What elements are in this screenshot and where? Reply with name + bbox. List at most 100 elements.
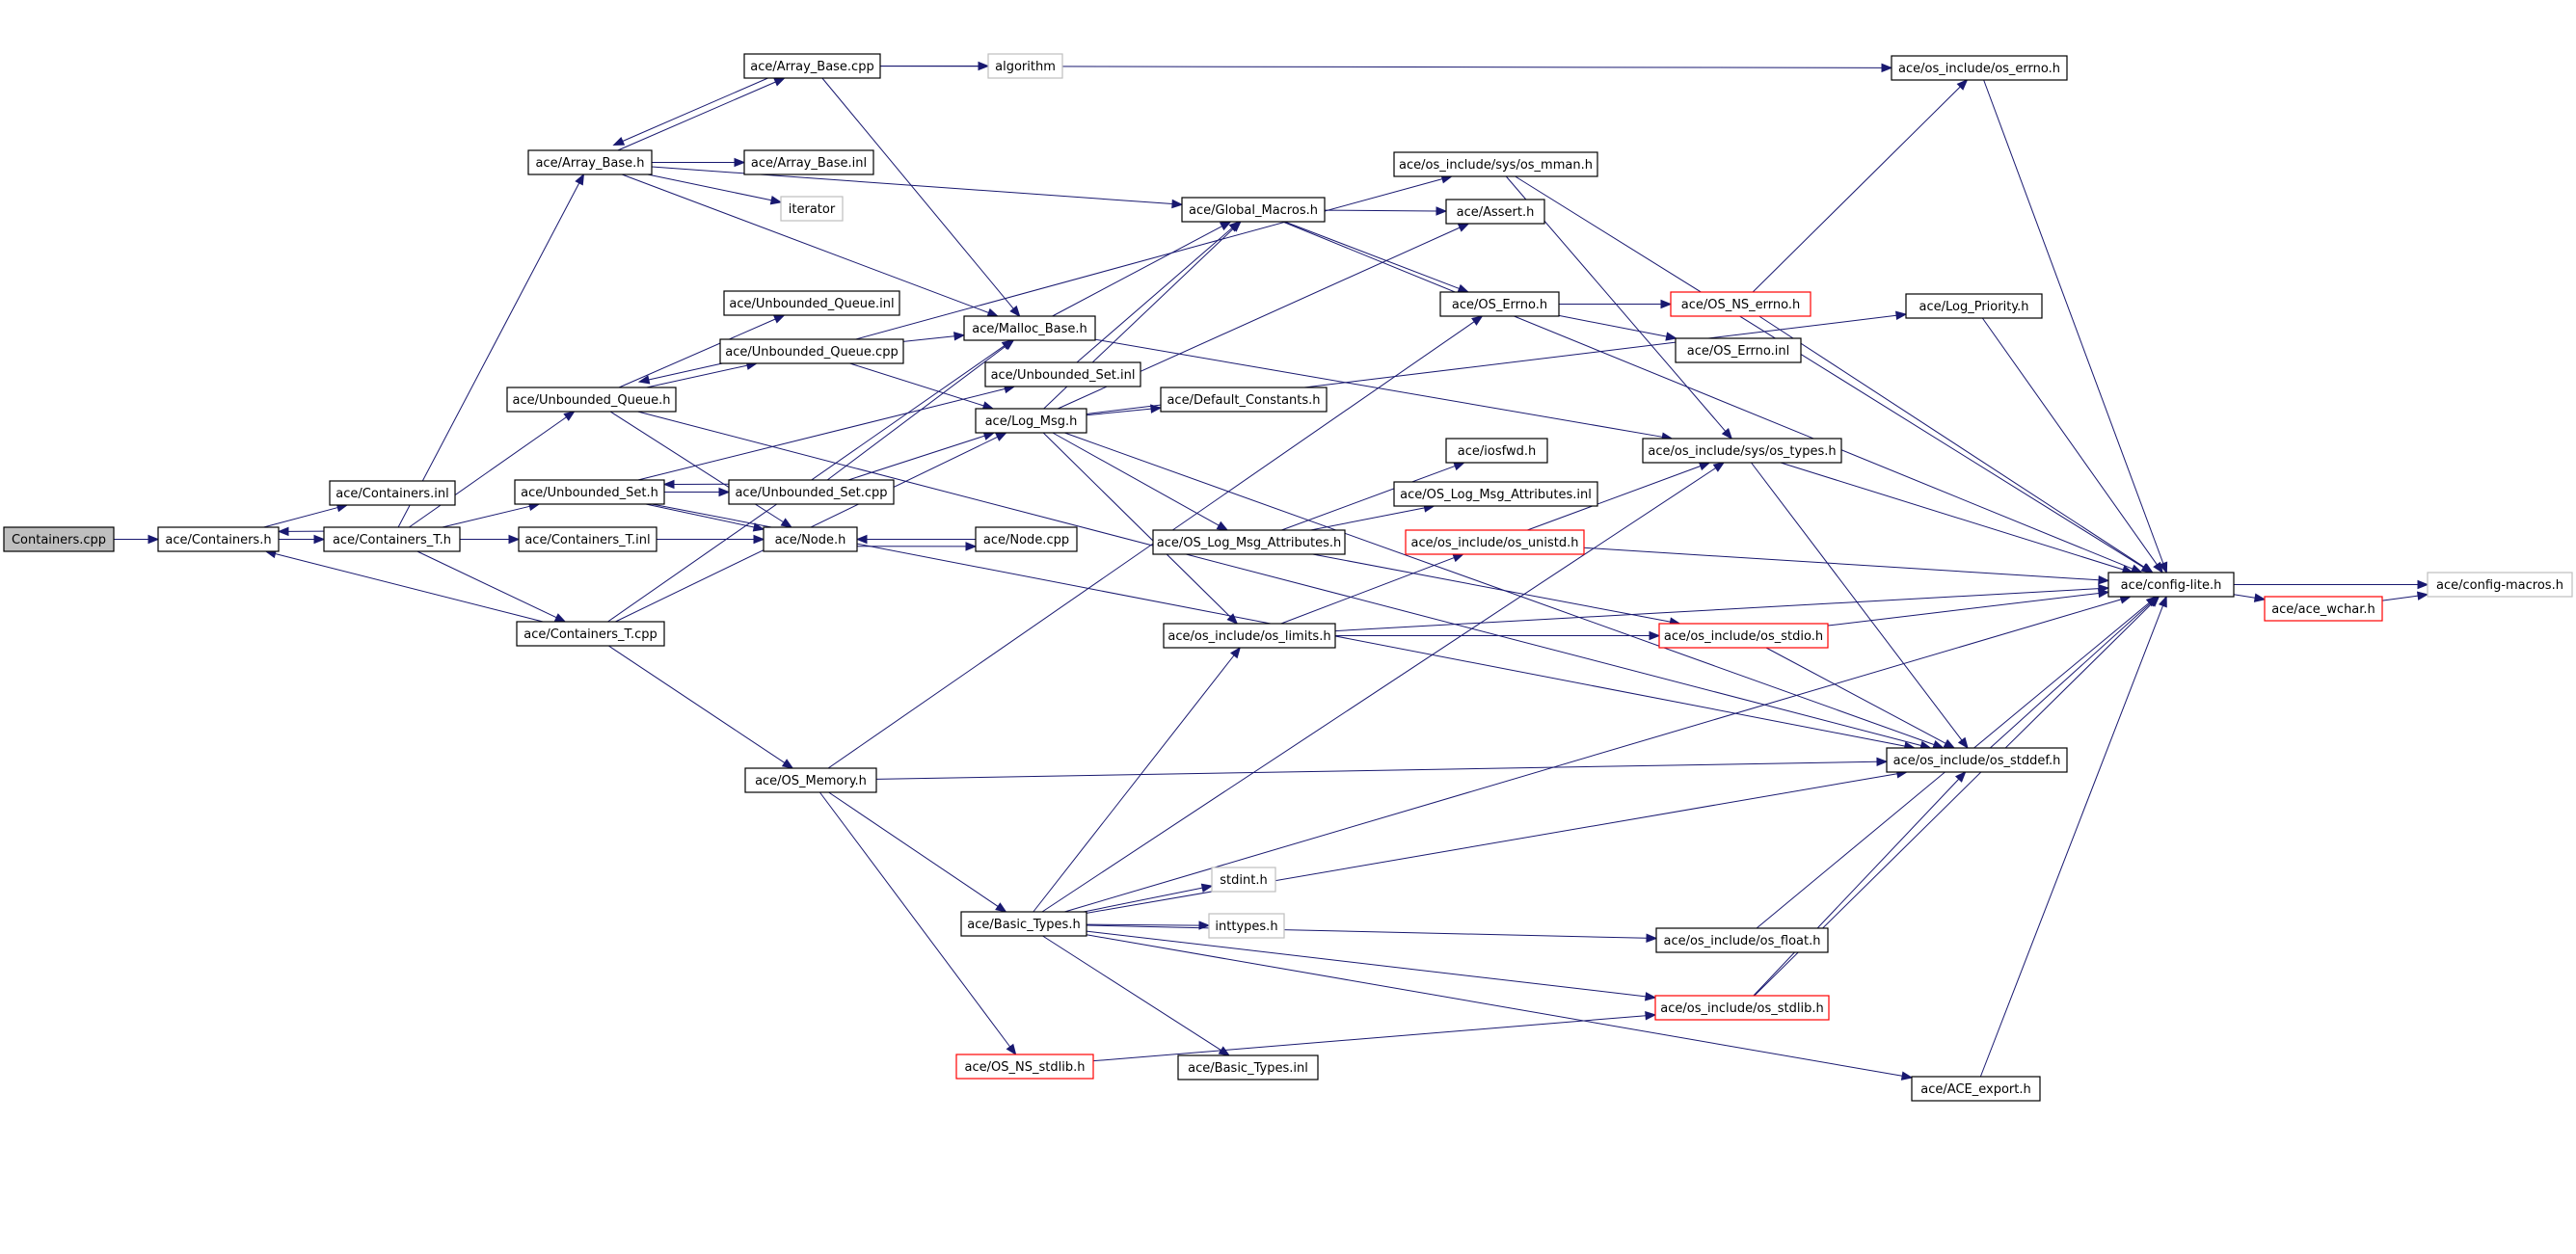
node-config-macros-h[interactable]: ace/config-macros.h <box>2427 572 2573 598</box>
node-ace-wchar-h[interactable]: ace/ace_wchar.h <box>2264 596 2383 622</box>
node-os-types-h[interactable]: ace/os_include/sys/os_types.h <box>1642 438 1842 464</box>
node-os-log-msg-attr-inl[interactable]: ace/OS_Log_Msg_Attributes.inl <box>1393 481 1598 507</box>
node-os-unistd-h[interactable]: ace/os_include/os_unistd.h <box>1405 529 1585 555</box>
node-box[interactable] <box>1181 197 1326 223</box>
node-box[interactable] <box>1163 623 1336 649</box>
node-assert-h[interactable]: ace/Assert.h <box>1445 199 1545 225</box>
node-os-mman-h[interactable]: ace/os_include/sys/os_mman.h <box>1393 151 1598 177</box>
node-basic-types-h[interactable]: ace/Basic_Types.h <box>960 911 1087 937</box>
node-os-limits-h[interactable]: ace/os_include/os_limits.h <box>1163 623 1336 649</box>
node-malloc-base-h[interactable]: ace/Malloc_Base.h <box>963 315 1096 341</box>
node-box[interactable] <box>2427 572 2573 598</box>
node-log-priority-h[interactable]: ace/Log_Priority.h <box>1905 293 2043 319</box>
node-os-ns-errno-h[interactable]: ace/OS_NS_errno.h <box>1670 291 1811 317</box>
node-config-lite-h[interactable]: ace/config-lite.h <box>2107 572 2235 598</box>
node-box[interactable] <box>960 911 1087 937</box>
node-array-base-h[interactable]: ace/Array_Base.h <box>527 149 653 175</box>
node-box[interactable] <box>1152 529 1346 555</box>
node-os-errno-inl[interactable]: ace/OS_Errno.inl <box>1675 337 1802 363</box>
node-box[interactable] <box>1177 1054 1319 1081</box>
node-global-macros-h[interactable]: ace/Global_Macros.h <box>1181 197 1326 223</box>
node-box[interactable] <box>1439 291 1560 317</box>
node-iterator[interactable]: iterator <box>780 196 844 222</box>
node-unbounded-queue-h[interactable]: ace/Unbounded_Queue.h <box>506 387 677 413</box>
node-box[interactable] <box>1211 867 1276 893</box>
node-algorithm[interactable]: algorithm <box>987 53 1063 79</box>
node-box[interactable] <box>1905 293 2043 319</box>
node-box[interactable] <box>1642 438 1842 464</box>
node-box[interactable] <box>1675 337 1802 363</box>
node-box[interactable] <box>323 526 461 552</box>
node-box[interactable] <box>329 480 456 506</box>
node-box[interactable] <box>518 526 657 552</box>
node-unbounded-set-inl[interactable]: ace/Unbounded_Set.inl <box>984 361 1141 387</box>
node-iosfwd-h[interactable]: ace/iosfwd.h <box>1445 438 1548 464</box>
node-box[interactable] <box>1886 747 2068 773</box>
node-os-errno-h[interactable]: ace/OS_Errno.h <box>1439 291 1560 317</box>
node-box[interactable] <box>744 767 877 793</box>
node-box[interactable] <box>780 196 844 222</box>
node-box[interactable] <box>1891 55 2068 81</box>
node-unbounded-set-h[interactable]: ace/Unbounded_Set.h <box>514 479 665 505</box>
node-os-include-os-errno-h[interactable]: ace/os_include/os_errno.h <box>1891 55 2068 81</box>
node-log-msg-h[interactable]: ace/Log_Msg.h <box>975 408 1087 434</box>
node-unbounded-queue-cpp[interactable]: ace/Unbounded_Queue.cpp <box>719 338 904 364</box>
node-os-stddef-h[interactable]: ace/os_include/os_stddef.h <box>1886 747 2068 773</box>
node-array-base-cpp[interactable]: ace/Array_Base.cpp <box>743 53 881 79</box>
node-box[interactable] <box>1445 438 1548 464</box>
node-box[interactable] <box>743 149 874 175</box>
node-box[interactable] <box>516 621 665 647</box>
node-inttypes-h[interactable]: inttypes.h <box>1208 913 1285 939</box>
node-node-h[interactable]: ace/Node.h <box>763 526 858 552</box>
node-os-log-msg-attr-h[interactable]: ace/OS_Log_Msg_Attributes.h <box>1152 529 1346 555</box>
node-default-constants-h[interactable]: ace/Default_Constants.h <box>1160 387 1328 413</box>
node-box[interactable] <box>1911 1076 2041 1102</box>
node-stdint-h[interactable]: stdint.h <box>1211 867 1276 893</box>
node-box[interactable] <box>723 290 900 316</box>
node-box[interactable] <box>2264 596 2383 622</box>
node-unbounded-set-cpp[interactable]: ace/Unbounded_Set.cpp <box>728 479 895 505</box>
node-containers-t-h[interactable]: ace/Containers_T.h <box>323 526 461 552</box>
node-containers-h[interactable]: ace/Containers.h <box>157 526 280 552</box>
node-box[interactable] <box>975 526 1078 552</box>
node-box[interactable] <box>1445 199 1545 225</box>
node-os-stdlib-h[interactable]: ace/os_include/os_stdlib.h <box>1654 995 1830 1021</box>
node-os-stdio-h[interactable]: ace/os_include/os_stdio.h <box>1658 623 1829 649</box>
node-containers-t-cpp[interactable]: ace/Containers_T.cpp <box>516 621 665 647</box>
node-box[interactable] <box>1654 995 1830 1021</box>
node-box[interactable] <box>763 526 858 552</box>
node-box[interactable] <box>1393 151 1598 177</box>
node-basic-types-inl[interactable]: ace/Basic_Types.inl <box>1177 1054 1319 1081</box>
node-node-cpp[interactable]: ace/Node.cpp <box>975 526 1078 552</box>
node-containers-inl[interactable]: ace/Containers.inl <box>329 480 456 506</box>
node-containers-cpp[interactable]: Containers.cpp <box>3 526 115 552</box>
node-containers-t-inl[interactable]: ace/Containers_T.inl <box>518 526 657 552</box>
node-box[interactable] <box>984 361 1141 387</box>
node-array-base-inl[interactable]: ace/Array_Base.inl <box>743 149 874 175</box>
node-os-ns-stdlib-h[interactable]: ace/OS_NS_stdlib.h <box>955 1054 1094 1080</box>
node-os-memory-h[interactable]: ace/OS_Memory.h <box>744 767 877 793</box>
node-box[interactable] <box>514 479 665 505</box>
node-box[interactable] <box>2107 572 2235 598</box>
node-box[interactable] <box>955 1054 1094 1080</box>
node-box[interactable] <box>728 479 895 505</box>
node-box[interactable] <box>527 149 653 175</box>
node-box[interactable] <box>1670 291 1811 317</box>
node-ace-export-h[interactable]: ace/ACE_export.h <box>1911 1076 2041 1102</box>
node-box[interactable] <box>506 387 677 413</box>
node-box[interactable] <box>975 408 1087 434</box>
node-box[interactable] <box>963 315 1096 341</box>
node-box[interactable] <box>1658 623 1829 649</box>
node-box[interactable] <box>987 53 1063 79</box>
node-box[interactable] <box>1393 481 1598 507</box>
node-os-float-h[interactable]: ace/os_include/os_float.h <box>1655 927 1829 953</box>
node-box[interactable] <box>1208 913 1285 939</box>
node-box[interactable] <box>719 338 904 364</box>
node-box[interactable] <box>743 53 881 79</box>
node-unbounded-queue-inl[interactable]: ace/Unbounded_Queue.inl <box>723 290 900 316</box>
node-box[interactable] <box>1405 529 1585 555</box>
node-box[interactable] <box>157 526 280 552</box>
node-box[interactable] <box>1160 387 1328 413</box>
node-box[interactable] <box>3 526 115 552</box>
node-box[interactable] <box>1655 927 1829 953</box>
